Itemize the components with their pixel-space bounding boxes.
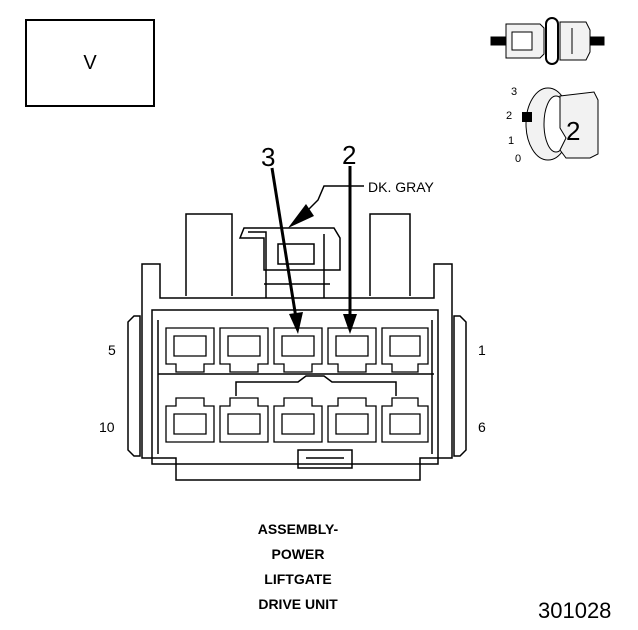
callout-label-2: 2 [342, 140, 357, 170]
connector-side-icon [490, 17, 605, 65]
callout-arrow-2 [343, 166, 357, 334]
view-box-frame [25, 19, 155, 107]
caption-line-2: POWER [271, 546, 325, 562]
pin-number-1: 1 [478, 342, 486, 358]
pin-number-10: 10 [99, 419, 115, 435]
cavity-row-bottom [165, 397, 429, 443]
view-letter: V [83, 51, 97, 74]
cavity-9 [219, 397, 269, 443]
cavity-4 [219, 327, 269, 373]
cavity-1 [381, 327, 429, 373]
key-position-2: 2 [506, 110, 513, 122]
wire-color-label: DK. GRAY [368, 179, 434, 195]
cavity-2 [327, 327, 377, 373]
figure-number: 301028 [538, 598, 612, 623]
caption-line-1: ASSEMBLY- [257, 521, 339, 537]
cavity-7 [327, 397, 377, 443]
cavity-8 [273, 397, 323, 443]
cavity-row-top [165, 327, 429, 373]
pin-number-6: 6 [478, 419, 486, 435]
cavity-6 [381, 397, 429, 443]
caption-line-4: DRIVE UNIT [258, 596, 338, 612]
connector-body [127, 213, 467, 481]
key-position-label: 2 [566, 116, 581, 146]
wire-color-arrowhead [288, 204, 314, 228]
callout-arrow-3 [270, 167, 303, 334]
cavity-10 [165, 397, 215, 443]
cavity-5 [165, 327, 215, 373]
key-position-1: 1 [508, 135, 515, 147]
caption-line-3: LIFTGATE [264, 571, 332, 587]
key-position-icon [522, 87, 599, 161]
pin-number-5: 5 [108, 342, 116, 358]
cavity-3 [273, 327, 323, 373]
callout-label-3: 3 [261, 142, 276, 172]
key-position-3: 3 [511, 86, 518, 98]
key-position-0: 0 [515, 153, 522, 165]
